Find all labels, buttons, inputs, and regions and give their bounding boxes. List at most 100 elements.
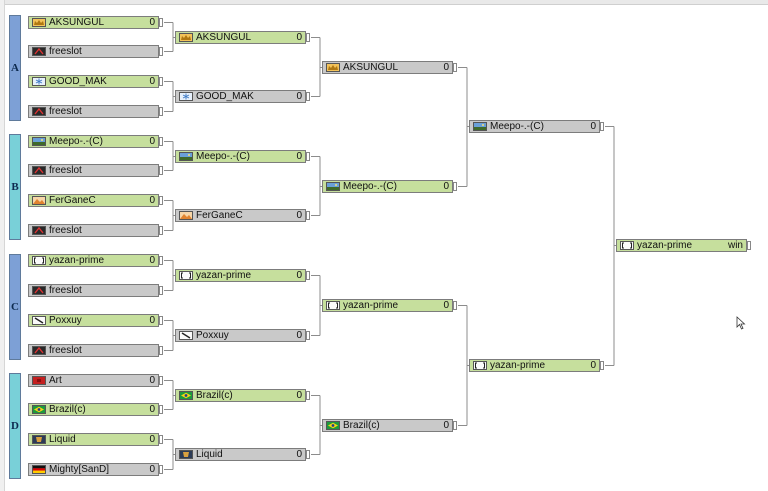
player-score: 0: [296, 449, 302, 460]
slot-connector-tab: [159, 435, 163, 444]
bracket-slot[interactable]: Mighty[SanD]0: [28, 463, 163, 476]
player-score: 0: [296, 210, 302, 221]
player-score: win: [727, 240, 743, 251]
freeslot-icon: [32, 166, 46, 175]
player-score: 0: [149, 434, 155, 445]
bracket-slot[interactable]: yazan-prime 0: [469, 359, 604, 372]
slot-connector-tab: [159, 226, 163, 235]
slot-connector-tab: [306, 92, 310, 101]
snowflake-icon: [32, 77, 46, 86]
window-left-edge: [0, 0, 5, 491]
player-score: 0: [590, 360, 596, 371]
freeslot-icon: [32, 226, 46, 235]
bracket-slot[interactable]: freeslot: [28, 105, 163, 118]
slot-connector-tab: [453, 421, 457, 430]
slot-connector-tab: [306, 331, 310, 340]
landscape-icon: [32, 137, 46, 146]
player-score: 0: [590, 121, 596, 132]
player-name: yazan-prime: [490, 360, 546, 371]
mouse-cursor-icon: [736, 316, 746, 330]
group-a-letter: A: [11, 62, 19, 74]
brazil-flag-icon: [179, 391, 193, 400]
window-top-edge: [0, 0, 768, 5]
freeslot-icon: [32, 286, 46, 295]
slot-connector-tab: [159, 286, 163, 295]
slot-connector-tab: [159, 166, 163, 175]
slot-connector-tab: [159, 77, 163, 86]
player-score: 0: [296, 32, 302, 43]
brazil-flag-icon: [326, 421, 340, 430]
bracket-slot[interactable]: freeslot: [28, 45, 163, 58]
group-a-label: A: [9, 15, 21, 121]
player-name: Meepo-.-(C): [196, 151, 250, 162]
player-score: 0: [296, 151, 302, 162]
slot-connector-tab: [453, 182, 457, 191]
player-score: 0: [443, 420, 449, 431]
slot-connector-tab: [159, 405, 163, 414]
slot-connector-tab: [600, 122, 604, 131]
player-score: 0: [296, 330, 302, 341]
bracket-slot[interactable]: Brazil(c)0: [28, 403, 163, 416]
slot-connector-tab: [159, 376, 163, 385]
crown-icon: [179, 33, 193, 42]
bracket-slot[interactable]: Meepo-.-(C)0: [28, 135, 163, 148]
player-name: Meepo-.-(C): [490, 121, 544, 132]
group-b-label: B: [9, 134, 21, 240]
slot-connector-tab: [159, 107, 163, 116]
player-name: freeslot: [49, 165, 82, 176]
bracket-slot[interactable]: Brazil(c)0: [175, 389, 310, 402]
bracket-slot[interactable]: freeslot: [28, 344, 163, 357]
germany-flag-icon: [32, 465, 46, 474]
slot-connector-tab: [600, 361, 604, 370]
slot-connector-tab: [747, 241, 751, 250]
player-score: 0: [443, 62, 449, 73]
player-score: 0: [149, 76, 155, 87]
bracket-icon: [473, 361, 487, 370]
mountain-icon: [32, 196, 46, 205]
landscape-icon: [473, 122, 487, 131]
slot-connector-tab: [159, 316, 163, 325]
player-score: 0: [443, 300, 449, 311]
group-d-label: D: [9, 373, 21, 479]
sword-icon: [179, 331, 193, 340]
player-name: Brazil(c): [343, 420, 380, 431]
bracket-slot[interactable]: Brazil(c) 0: [322, 419, 457, 432]
red-flag-icon: [32, 376, 46, 385]
player-name: Mighty[SanD]: [49, 464, 110, 475]
bracket-icon: [326, 301, 340, 310]
slot-connector-tab: [306, 271, 310, 280]
bracket-icon: [620, 241, 634, 250]
player-name: FerGaneC: [49, 195, 96, 206]
bracket-slot[interactable]: Poxxuy 0: [175, 329, 310, 342]
slot-connector-tab: [306, 450, 310, 459]
sword-icon: [32, 316, 46, 325]
group-d-letter: D: [11, 420, 19, 432]
bracket-slot[interactable]: Meepo-.-(C) 0: [469, 120, 604, 133]
player-name: freeslot: [49, 285, 82, 296]
bracket-slot[interactable]: Meepo-.-(C) 0: [175, 150, 310, 163]
group-c-letter: C: [11, 301, 19, 313]
bracket-slot[interactable]: freeslot: [28, 164, 163, 177]
player-score: 0: [149, 255, 155, 266]
bracket-slot[interactable]: Meepo-.-(C)0: [322, 180, 457, 193]
bracket-slot[interactable]: freeslot: [28, 224, 163, 237]
slot-connector-tab: [306, 211, 310, 220]
player-name: Poxxuy: [196, 330, 229, 341]
bracket-slot[interactable]: freeslot: [28, 284, 163, 297]
liquid-icon: [179, 450, 193, 459]
